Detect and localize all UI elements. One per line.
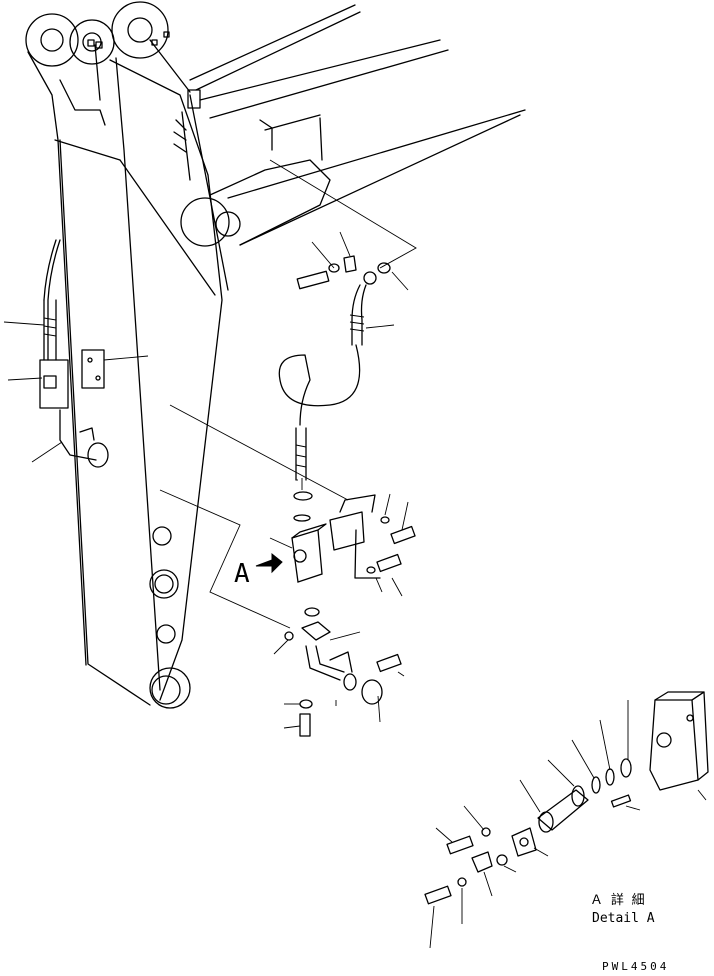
hose-assembly [278,255,391,522]
arm-structure [25,1,229,709]
detail-label-jp: Ａ 詳 細 [590,892,645,908]
left-valve-assembly [39,239,109,468]
leader-lines [3,159,707,949]
detail-label-en: Detail A [592,911,655,926]
lower-fittings [284,621,402,737]
view-arrow-icon [255,552,283,574]
detail-a-parts [424,691,709,905]
boom-pivot [173,4,526,247]
view-marker: A [234,559,250,589]
valve-block [291,494,416,617]
drawing-code: PWL4504 [602,960,669,973]
